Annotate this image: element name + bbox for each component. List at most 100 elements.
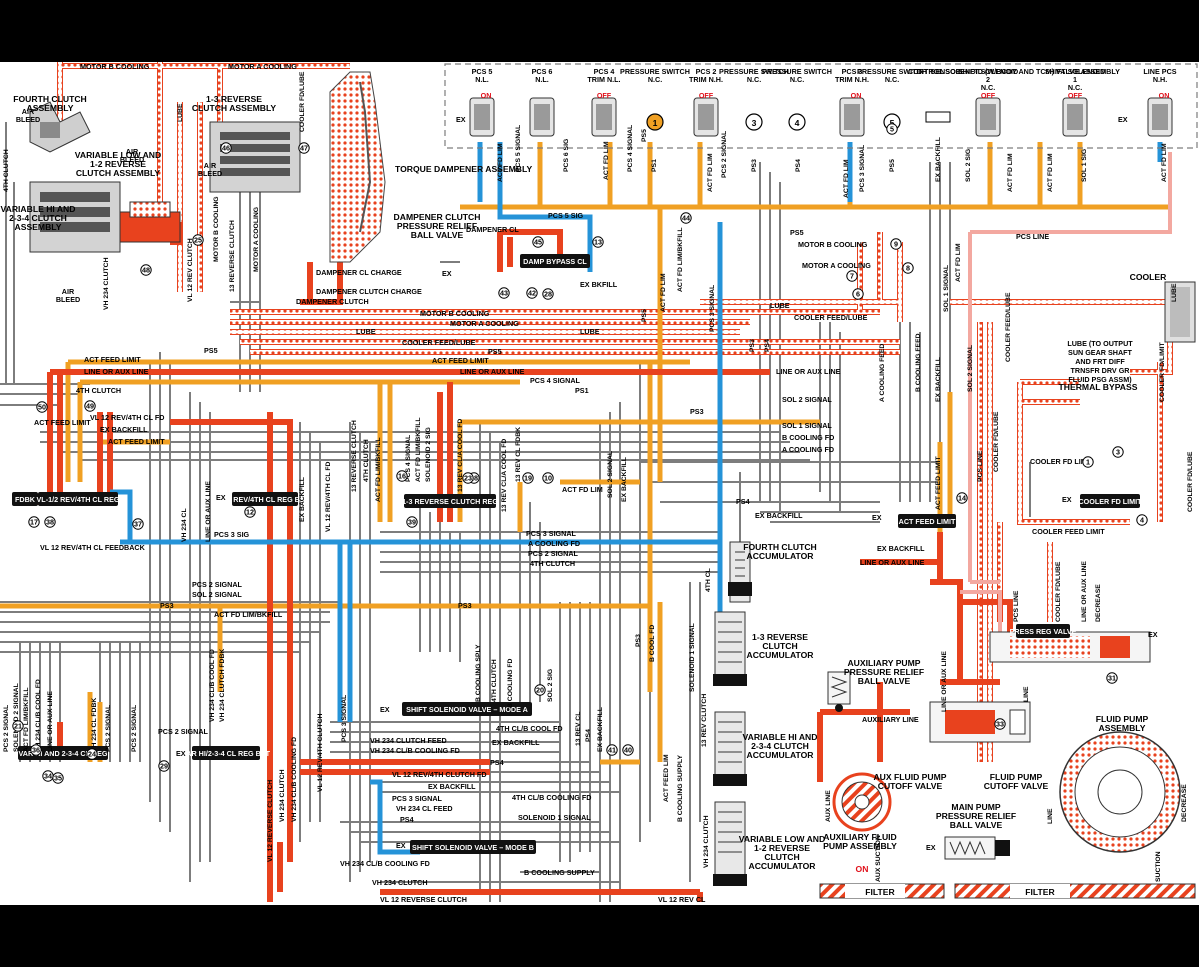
vh234-cl-v: VH 234 CL bbox=[181, 508, 188, 542]
dampener-relief-label: PRESSURE RELIEF bbox=[397, 221, 477, 231]
circle-number-text: 9 bbox=[894, 239, 898, 248]
solenoid-type: N.C. bbox=[790, 75, 804, 84]
torque-dampener-assembly: TORQUE DAMPENER ASSEMBLY bbox=[329, 71, 532, 263]
circle-number-46: 46 bbox=[220, 142, 232, 154]
varhi-accum-label: 2-3-4 CLUTCH bbox=[751, 741, 809, 751]
line-or-aux-h4: LINE OR AUX LINE bbox=[860, 558, 925, 567]
circle-number-text: 42 bbox=[528, 288, 536, 297]
varlow-accum-label: ACCUMULATOR bbox=[749, 861, 817, 871]
reverse-accum-label: 1-3 REVERSE bbox=[752, 632, 808, 642]
rev-13-clutch-v2: 13 REVERSE CLUTCH bbox=[351, 420, 358, 492]
act-fd-lim-v2: ACT FD LIM bbox=[497, 143, 504, 182]
shift-a-box-label: SHIFT SOLENOID VALVE – MODE A bbox=[406, 705, 528, 714]
ex-label-11: EX bbox=[1118, 115, 1128, 124]
ex-backfill-v3: EX BACKFILL bbox=[299, 477, 306, 522]
line-or-aux-v1: LINE OR AUX LINE bbox=[941, 651, 948, 712]
solenoid-state: OFF bbox=[1068, 91, 1083, 100]
dampener-relief-label: BALL VALVE bbox=[411, 230, 464, 240]
varlow-accum-label: CLUTCH bbox=[764, 852, 799, 862]
line-or-aux-v2: LINE OR AUX LINE bbox=[1081, 561, 1088, 622]
lube-label-1: LUBE bbox=[356, 327, 376, 336]
pcs2-signal-v: PCS 2 SIGNAL bbox=[721, 131, 728, 178]
ps3-label-1: PS3 bbox=[160, 601, 174, 610]
rev-13-clutch-v3: 13 REV CLUTCH bbox=[701, 694, 708, 747]
dampener-clutch-charge-label: DAMPENER CLUTCH CHARGE bbox=[316, 287, 422, 296]
air-bleed-label-0: AIR bbox=[22, 107, 35, 116]
circle-number-12: 12 bbox=[244, 506, 256, 518]
circle-number-4: 4 bbox=[1136, 514, 1148, 526]
rev-13-cl-v3: 13 REV CL/A COOL FD bbox=[501, 439, 508, 512]
damp-bypass-box: DAMP BYPASS CL bbox=[520, 254, 590, 268]
varhi-accumulator bbox=[713, 711, 747, 786]
fourth-clutch-assy-label: FOURTH CLUTCH bbox=[13, 94, 87, 104]
ps3-v3: PS3 bbox=[635, 634, 642, 647]
rev-13-clutch-v1: 13 REVERSE CLUTCH bbox=[229, 220, 236, 292]
solenoid-name: PRESSURE SWITCH bbox=[719, 67, 789, 76]
fourth-clutch-h1: 4TH CLUTCH bbox=[76, 386, 121, 395]
var-hi-bst-box-label: VAR HI/2-3-4 CL REG BST bbox=[182, 749, 271, 758]
fourth-clutch-v: 4TH CLUTCH bbox=[3, 149, 10, 192]
sol2-signal-v: SOL 2 SIGNAL bbox=[967, 345, 974, 392]
ex-backfill-h5: EX BACKFILL bbox=[428, 782, 476, 791]
act-fd-lim-v9: ACT FD LIM bbox=[955, 243, 962, 282]
circle-number-text: 14 bbox=[958, 493, 966, 502]
motor-a-label: MOTOR A COOLING bbox=[228, 62, 297, 71]
circle-number-10: 10 bbox=[542, 472, 554, 484]
vl12-rev-clutch-v2: VL 12 REVERSE CLUTCH bbox=[267, 780, 274, 862]
ps5-v: PS5 bbox=[641, 309, 648, 322]
vh234-clutch-v: VH 234 CLUTCH bbox=[103, 257, 110, 310]
pcs2-signal-h3: PCS 2 SIGNAL bbox=[158, 727, 209, 736]
solenoid-type: N.L. bbox=[475, 75, 489, 84]
variable-low-clutch-assembly bbox=[29, 181, 181, 253]
dampener-clutch-label: DAMPENER CLUTCH bbox=[296, 297, 369, 306]
vl12-reverse-clutch-label: VL 12 REVERSE CLUTCH bbox=[380, 895, 467, 904]
act-fd-lim-v8: ACT FD LIM bbox=[1161, 143, 1168, 182]
circle-number-text: 5 bbox=[890, 124, 894, 133]
lube-note-label: LUBE (TO OUTPUT bbox=[1067, 339, 1133, 348]
solenoid-assembly-box bbox=[444, 63, 1198, 149]
vl12-rev-4th-clutch-v: VL 12 REV/4TH CLUTCH bbox=[317, 713, 324, 792]
sol1-signal-v: SOL 1 SIGNAL bbox=[943, 265, 950, 312]
ex-backfill-v5: EX BACKFILL bbox=[597, 707, 604, 752]
rev-13-cl-v2: 13 REV CL/A COOL FD bbox=[457, 419, 464, 492]
circle-number-39: 39 bbox=[406, 516, 418, 528]
circle-number-47: 47 bbox=[298, 142, 310, 154]
cooler-feed-lube-h2: COOLER FEED/LUBE bbox=[794, 313, 868, 322]
aux-suction-v: AUX SUCTION bbox=[875, 835, 882, 882]
circle-number-41: 41 bbox=[606, 744, 618, 756]
fdbk-box: FDBK bbox=[12, 492, 38, 506]
fourth-clutch-v2: 4TH CLUTCH bbox=[363, 439, 370, 482]
solenoid-type: N.C. bbox=[648, 75, 662, 84]
cooler-feed-lube-h1: COOLER FEED/LUBE bbox=[402, 338, 476, 347]
varlow-accumulator bbox=[713, 801, 747, 886]
solenoid-type: N.C. bbox=[981, 83, 995, 92]
pcs2-signal-v3: PCS 2 SIGNAL bbox=[105, 705, 112, 752]
circle-number-text: 28 bbox=[544, 289, 552, 298]
circle-number-text: 50 bbox=[38, 402, 46, 411]
solenoid-type: N.C. bbox=[1068, 83, 1082, 92]
solenoid2-signal-v: SOLENOID 2 SIGNAL bbox=[13, 683, 20, 752]
lube-note-label: SUN GEAR SHAFT bbox=[1068, 348, 1133, 357]
ps4-label-2: PS4 bbox=[490, 758, 504, 767]
circle-number-1: 1 bbox=[1082, 456, 1094, 468]
shift-b-box: SHIFT SOLENOID VALVE – MODE B bbox=[410, 840, 536, 854]
pcs5-signal-v: PCS 5 SIGNAL bbox=[515, 125, 522, 172]
solenoid-name: TFT SENSOR bbox=[915, 67, 961, 76]
ex-backfill-h4: EX BACKFILL bbox=[492, 738, 540, 747]
pcs4-signal-label: PCS 4 SIGNAL bbox=[530, 376, 581, 385]
solenoid-type: N.C. bbox=[747, 75, 761, 84]
solenoid-name: LINE PCS bbox=[1143, 67, 1176, 76]
vl12-rev-clutch-v1: VL 12 REV CLUTCH bbox=[187, 238, 194, 302]
solenoid-name: SHIFT SOLENOID bbox=[1045, 67, 1105, 76]
vh234-clb-cool-v: VH 234 CL/B COOL FD bbox=[35, 679, 42, 752]
circle-number-7: 7 bbox=[846, 270, 858, 282]
pressure-switch-number: 3 bbox=[752, 118, 757, 128]
vl12-fd-label: VL 12 REV/4TH CL FD bbox=[90, 413, 164, 422]
aux-pump-label: AUXILIARY FLUID bbox=[823, 832, 897, 842]
circle-number-text: 10 bbox=[544, 473, 552, 482]
act-fd-lim-v7: ACT FD LIM bbox=[1047, 153, 1054, 192]
line-or-aux-v4: LINE OR AUX LINE bbox=[47, 691, 54, 752]
circle-number-14: 14 bbox=[956, 492, 968, 504]
ex-label-10: EX bbox=[1148, 630, 1158, 639]
